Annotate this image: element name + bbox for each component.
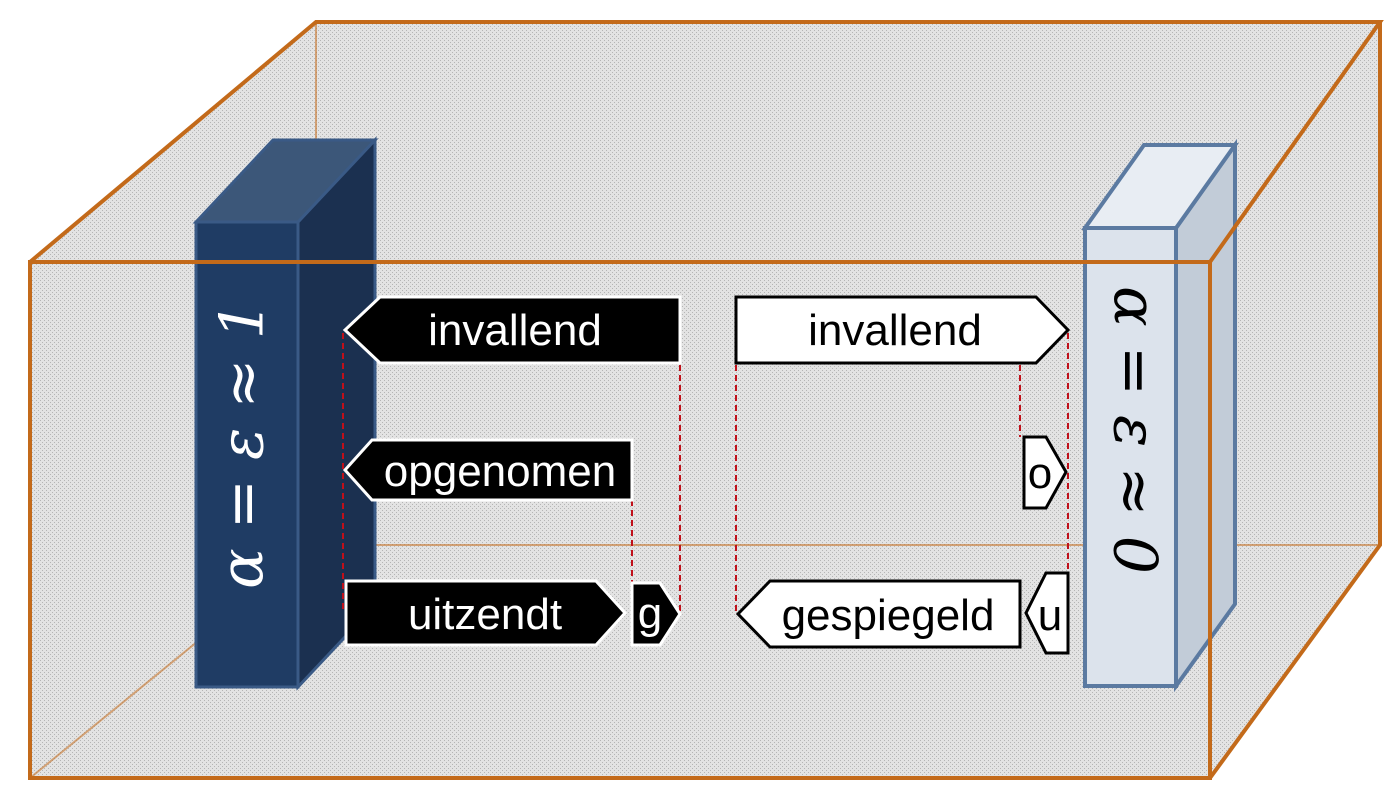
room-box-edges: [28, 20, 1384, 780]
left-plate: α = ε ≈ 1: [192, 136, 379, 691]
arrow-emitted: uitzendt: [344, 579, 628, 647]
right-plate-side: [1174, 138, 1237, 693]
arrow-incident-right-tag: o: [1022, 435, 1068, 510]
right-plate-formula: α = ε ≈ 0: [1099, 286, 1169, 574]
arrow-incident-left: invallend: [342, 295, 682, 365]
arrow-reflected: gespiegeld: [735, 579, 1022, 649]
arrow-emitted-label: uitzendt: [408, 590, 562, 639]
left-plate-front: [194, 220, 300, 689]
arrow-reflected-label: gespiegeld: [782, 591, 995, 640]
arrow-emitted-tag: g: [630, 581, 682, 647]
arrow-incident-right: invallend: [734, 295, 1071, 365]
arrow-reflected-tag: u: [1024, 571, 1070, 655]
right-plate-front: [1083, 226, 1178, 688]
right-plate: α = ε ≈ 0: [1081, 138, 1239, 693]
arrow-incident-left-label: invallend: [428, 306, 602, 355]
arrow-absorbed-label: opgenomen: [384, 447, 616, 496]
arrow-emitted-tag-label: g: [638, 589, 662, 638]
arrow-absorbed: opgenomen: [342, 438, 634, 502]
arrow-reflected-tag-label: u: [1038, 591, 1062, 640]
arrow-incident-right-label: invallend: [808, 306, 982, 355]
arrow-incident-right-tag-label: o: [1028, 449, 1052, 498]
left-plate-formula: α = ε ≈ 1: [208, 301, 278, 589]
